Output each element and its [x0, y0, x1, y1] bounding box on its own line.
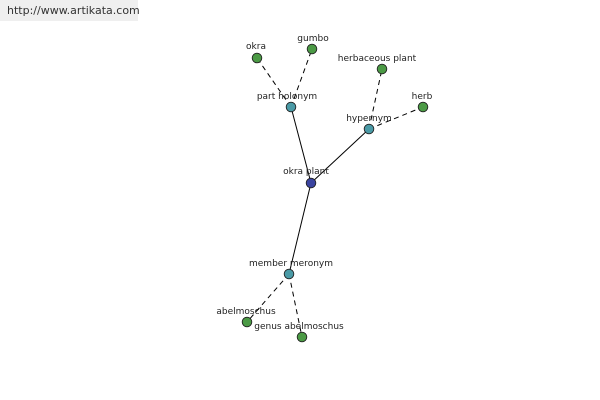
node-herbaceous-plant[interactable] — [376, 63, 388, 75]
edge-hypernym-herbaceous-plant — [368, 68, 383, 130]
edge-hypernym-herb — [368, 106, 424, 130]
node-label-genus-abelmoschus: genus abelmoschus — [254, 322, 344, 332]
node-part-holonym[interactable] — [285, 101, 297, 113]
edge-part-holonym-okra — [256, 57, 292, 108]
edge-okra-plant-member-meronym — [288, 182, 312, 275]
node-abelmoschus[interactable] — [241, 316, 253, 328]
node-label-gumbo: gumbo — [297, 34, 329, 44]
node-okra-plant[interactable] — [305, 177, 317, 189]
graph-labels: okra plant part holonym hypernym member mer… — [216, 34, 432, 332]
graph-edges — [246, 48, 424, 338]
node-herb[interactable] — [417, 101, 429, 113]
node-okra[interactable] — [251, 52, 263, 64]
node-genus-abelmoschus[interactable] — [296, 331, 308, 343]
node-hypernym[interactable] — [363, 123, 375, 135]
graph-nodes — [241, 43, 429, 343]
edge-member-meronym-genus-abelmoschus — [288, 273, 303, 338]
node-member-meronym[interactable] — [283, 268, 295, 280]
node-label-okra: okra — [246, 42, 266, 52]
node-label-hypernym: hypernym — [346, 114, 392, 124]
node-label-okra-plant: okra plant — [283, 167, 329, 177]
node-label-part-holonym: part holonym — [257, 92, 317, 102]
node-label-abelmoschus: abelmoschus — [216, 307, 276, 317]
edge-okra-plant-hypernym — [310, 128, 370, 184]
url-bar: http://www.artikata.com — [0, 0, 140, 21]
node-label-member-meronym: member meronym — [249, 259, 333, 269]
node-label-herb: herb — [412, 92, 433, 102]
edge-okra-plant-part-holonym — [290, 106, 312, 184]
edge-member-meronym-abelmoschus — [246, 273, 290, 323]
node-label-herbaceous-plant: herbaceous plant — [338, 54, 417, 64]
edge-part-holonym-gumbo — [290, 48, 313, 108]
node-gumbo[interactable] — [306, 43, 318, 55]
site-url-link[interactable]: http://www.artikata.com — [7, 4, 140, 17]
